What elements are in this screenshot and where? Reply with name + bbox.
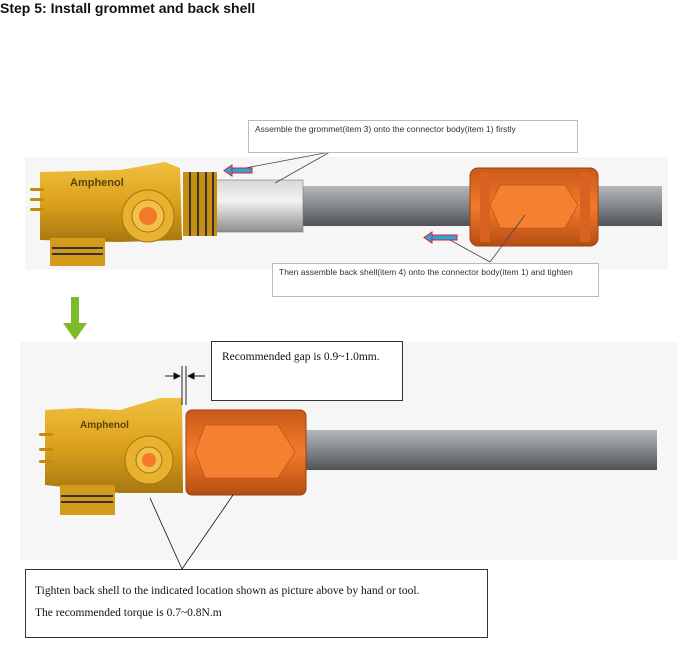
tighten-note-box: Tighten back shell to the indicated loca… [25, 569, 488, 638]
gap-note-box: Recommended gap is 0.9~1.0mm. [211, 341, 403, 401]
direction-arrow-backshell [423, 231, 458, 244]
tighten-note: Tighten back shell to the indicated loca… [35, 585, 420, 597]
connector-body: Amphenol [30, 162, 182, 266]
grommet [214, 179, 304, 233]
figure-1: Amphenol [25, 151, 668, 270]
step-title: Step 5: Install grommet and back shell [0, 0, 256, 16]
thread [183, 172, 217, 236]
down-arrow-icon [63, 297, 87, 340]
connector-body: Amphenol [39, 398, 183, 515]
torque-note: The recommended torque is 0.7~0.8N.m [35, 607, 222, 619]
gap-note: Recommended gap is 0.9~1.0mm. [222, 351, 380, 363]
leader-lines [149, 494, 234, 570]
gap-dimension [165, 366, 205, 405]
direction-arrow-grommet [223, 164, 253, 177]
back-shell [185, 409, 307, 496]
callout-backshell: Then assemble back shell(item 4) onto th… [272, 263, 599, 297]
callout-grommet: Assemble the grommet(item 3) onto the co… [248, 120, 578, 153]
callout-backshell-text: Then assemble back shell(item 4) onto th… [279, 267, 573, 277]
callout-grommet-text: Assemble the grommet(item 3) onto the co… [255, 124, 516, 134]
cable [300, 430, 657, 470]
back-shell [469, 167, 599, 247]
leader-lines [234, 151, 526, 263]
brand-logo: Amphenol [80, 420, 129, 431]
brand-logo: Amphenol [70, 177, 124, 189]
